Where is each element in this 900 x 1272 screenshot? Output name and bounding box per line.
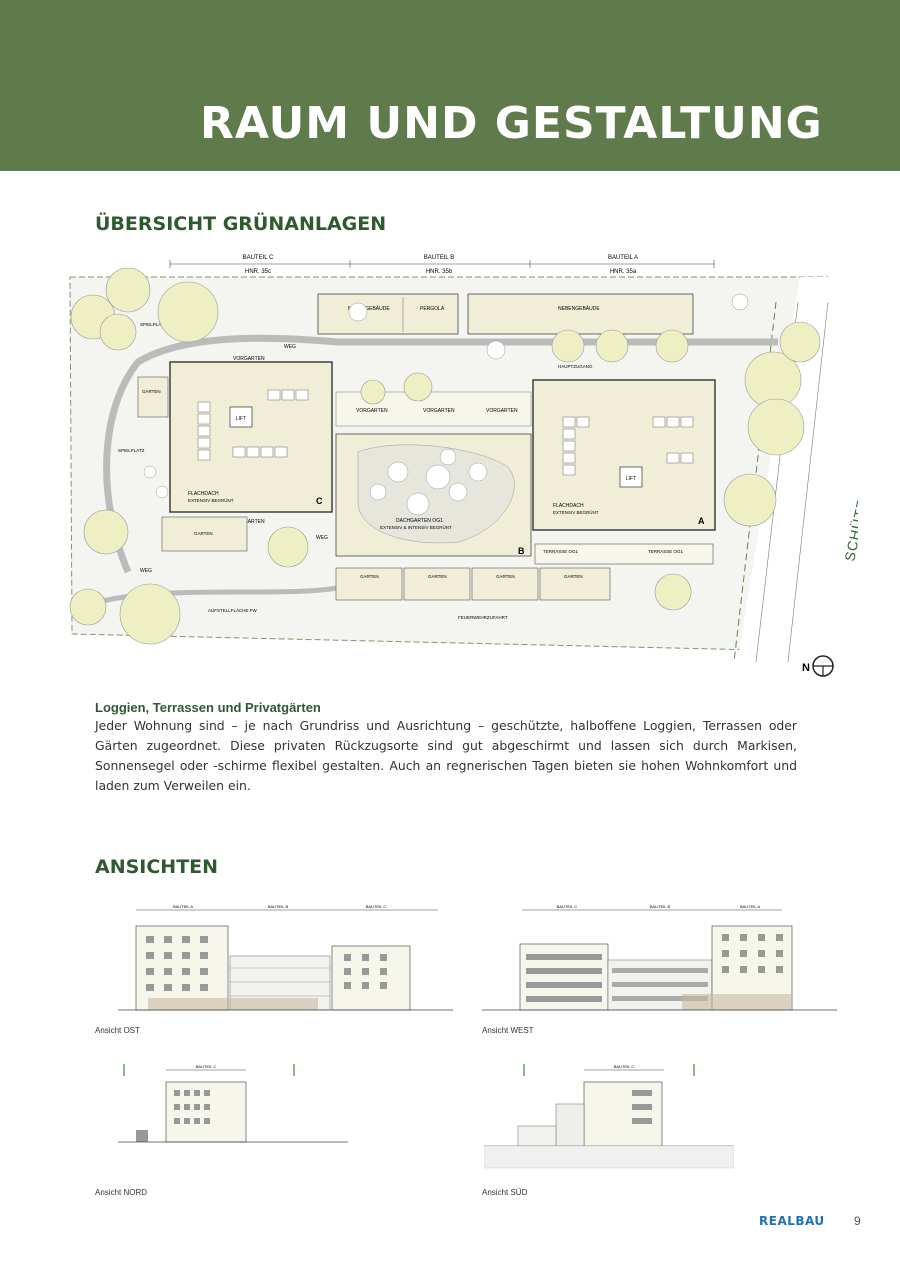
plan-garten-3: GARTEN	[496, 574, 515, 579]
plan-letter-b: B	[518, 546, 525, 556]
header-band	[0, 0, 900, 171]
caption-sued: Ansicht SÜD	[482, 1188, 528, 1197]
plan-dachgarten: DACHGARTEN OG1	[396, 518, 443, 524]
plan-vorgarten-2: VORGARTEN	[423, 408, 455, 414]
plan-lift-c: LIFT	[236, 416, 246, 422]
caption-nord: Ansicht NORD	[95, 1188, 148, 1197]
plan-hnr-a: HNR. 35a	[610, 269, 637, 275]
plan-garten-c: GARTEN	[194, 531, 213, 536]
plan-garten-4: GARTEN	[564, 574, 583, 579]
west-label-2: BAUTEIL B	[650, 904, 671, 909]
text-block: Loggien, Terrassen und Privatgärten Jede…	[95, 700, 797, 796]
body-subheading: Loggien, Terrassen und Privatgärten	[95, 700, 321, 715]
elevation-west: BAUTEIL C BAUTEIL B BAUTEIL A	[482, 904, 837, 1011]
caption-west: Ansicht WEST	[482, 1026, 534, 1035]
body-paragraph: Jeder Wohnung sind – je nach Grundriss u…	[95, 718, 797, 793]
section-heading-gruenanlagen: ÜBERSICHT GRÜNANLAGEN	[95, 213, 387, 235]
plan-pergola: PERGOLA	[420, 306, 445, 312]
plan-weg-3: WEG	[316, 535, 328, 541]
plan-vorgarten-top: VORGARTEN	[233, 356, 265, 362]
section-heading-ansichten: ANSICHTEN	[95, 856, 219, 878]
page-number: 9	[854, 1214, 861, 1228]
elevation-nord: BAUTEIL C	[118, 1064, 348, 1143]
plan-letter-a: A	[698, 516, 705, 526]
plan-spielplatz-1: SPIELPLATZ	[140, 322, 167, 327]
plan-bauteil-b: BAUTEIL B	[424, 255, 454, 261]
plan-bauteil-a: BAUTEIL A	[608, 255, 638, 261]
plan-feuerwehrzufahrt: FEUERWEHRZUFAHRT	[458, 615, 508, 620]
nord-label-1: BAUTEIL C	[196, 1064, 217, 1069]
plan-vorgarten-3: VORGARTEN	[486, 408, 518, 414]
caption-ost: Ansicht OST	[95, 1026, 140, 1035]
plan-weg-1: WEG	[284, 344, 296, 350]
plan-terrasse-1: TERRASSE OG1	[543, 549, 579, 554]
plan-hauptzugang: HAUPTZUGANG	[558, 364, 593, 369]
plan-spielplatz-2: SPIELPLATZ	[118, 448, 145, 453]
plan-garten-1: GARTEN	[360, 574, 379, 579]
plan-lift-a: LIFT	[626, 476, 636, 482]
brand-logo: REALBAU	[759, 1214, 825, 1228]
plan-vorgarten-bottom: VORGARTEN	[233, 519, 265, 525]
plan-aufstellflaeche: AUFSTELLFLÄCHE FW	[208, 607, 258, 613]
elevation-sued: BAUTEIL C	[484, 1064, 734, 1169]
elevation-ost: BAUTEIL A BAUTEIL B BAUTEIL C	[118, 904, 453, 1011]
plan-weg-2: WEG	[140, 568, 152, 574]
plan-garten-west: GARTEN	[142, 389, 161, 394]
plan-extensiv-a: EXTENSIV BEGRÜNT	[553, 509, 599, 515]
plan-dach-intensiv: EXTENSIV & INTENSIV BEGRÜNT	[380, 524, 452, 530]
west-label-1: BAUTEIL C	[557, 904, 578, 909]
compass-icon: N	[802, 655, 834, 677]
plan-vorgarten-1: VORGARTEN	[356, 408, 388, 414]
plan-garten-2: GARTEN	[428, 574, 447, 579]
plan-flachdach-a: FLACHDACH	[553, 503, 584, 509]
compass-label: N	[802, 662, 810, 674]
plan-bauteil-c: BAUTEIL C	[243, 255, 274, 261]
sued-label-1: BAUTEIL C	[614, 1064, 635, 1069]
plan-hnr-c: HNR. 35c	[245, 269, 271, 275]
plan-letter-c: C	[316, 496, 323, 506]
plan-nebengebaeude-1: NEBENGEBÄUDE	[348, 305, 390, 312]
page-title: RAUM UND GESTALTUNG	[200, 98, 823, 149]
ost-label-1: BAUTEIL A	[173, 904, 193, 909]
plan-nebengebaeude-2: NEBENGEBÄUDE	[558, 305, 600, 312]
plan-flachdach-c: FLACHDACH	[188, 491, 219, 497]
plan-terrasse-2: TERRASSE OG1	[648, 549, 684, 554]
plan-extensiv-c: EXTENSIV BEGRÜNT	[188, 497, 234, 503]
site-plan: BAUTEIL C HNR. 35c BAUTEIL B HNR. 35b BA…	[58, 242, 858, 682]
plan-hnr-b: HNR. 35b	[426, 269, 453, 275]
ost-label-3: BAUTEIL C	[366, 904, 387, 909]
ost-label-2: BAUTEIL B	[268, 904, 289, 909]
west-label-3: BAUTEIL A	[740, 904, 760, 909]
